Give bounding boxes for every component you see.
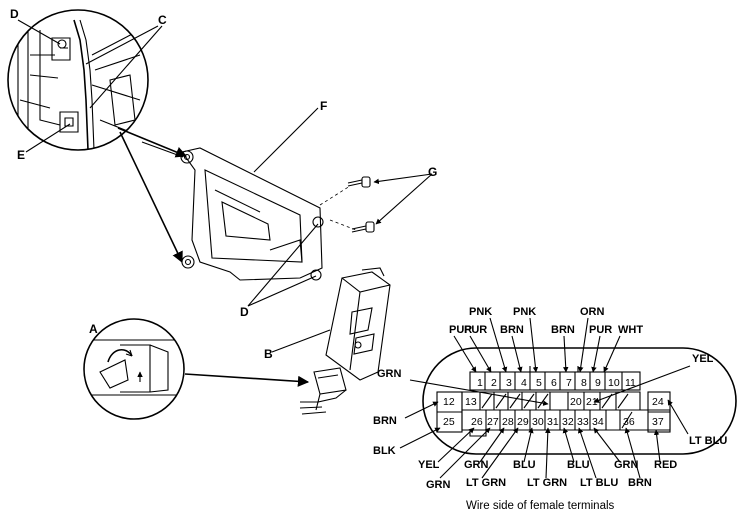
- wire-label-pin29: LT GRN: [466, 477, 506, 489]
- pin-28: 28: [502, 416, 514, 428]
- pin-12: 12: [443, 396, 455, 408]
- wire-label-pin8: PUR: [589, 324, 612, 336]
- pin-10: 10: [608, 377, 620, 389]
- pin-5: 5: [536, 377, 542, 389]
- connector-plug: [299, 367, 347, 415]
- connector-face: 1 2 3 4 5 6 7 8 9 10 11 12 13 20 21 24 2…: [422, 347, 737, 455]
- pin-25: 25: [443, 416, 455, 428]
- pin-37: 37: [652, 416, 664, 428]
- pin-8: 8: [581, 377, 587, 389]
- wire-label-pin21: YEL: [692, 353, 714, 365]
- wire-label-pin7: BRN: [551, 324, 575, 336]
- wire-label-pin2: PUR: [464, 324, 487, 336]
- wire-label-pin37: RED: [654, 459, 677, 471]
- pin-36: 36: [623, 416, 635, 428]
- pin-20: 20: [570, 396, 582, 408]
- wire-label-pin9: WHT: [618, 324, 643, 336]
- wire-label-pin4: BRN: [500, 324, 524, 336]
- connector-caption: Wire side of female terminals: [466, 500, 615, 512]
- callout-E: E: [17, 148, 25, 162]
- pin-2: 2: [491, 377, 497, 389]
- pin-29: 29: [517, 416, 529, 428]
- pin-27: 27: [487, 416, 499, 428]
- wire-label-pin25: BLK: [373, 445, 396, 457]
- pin-11: 11: [625, 377, 636, 389]
- pin-26: 26: [471, 416, 483, 428]
- pin-21: 21: [586, 396, 598, 408]
- pin-7: 7: [566, 377, 572, 389]
- wire-label-pin3: PNK: [469, 306, 492, 318]
- callout-leaders: [17, 19, 331, 353]
- ecm-bracket: [180, 147, 324, 281]
- callout-B: B: [264, 347, 273, 361]
- pin-34: 34: [592, 416, 604, 428]
- wire-label-pin5: PNK: [513, 306, 536, 318]
- callout-F: F: [320, 99, 327, 113]
- wire-label-pin13: GRN: [377, 368, 402, 380]
- pin-32: 32: [562, 416, 574, 428]
- wire-label-pin26: YEL: [418, 459, 440, 471]
- pin-13: 13: [465, 396, 477, 408]
- wire-label-pin34: GRN: [614, 459, 639, 471]
- pin-4: 4: [521, 377, 527, 389]
- pin-1: 1: [477, 377, 483, 389]
- wire-label-pin33: LT BLU: [580, 477, 618, 489]
- pin-9: 9: [595, 377, 601, 389]
- detail-circle-top: [7, 9, 149, 151]
- pin-6: 6: [551, 377, 557, 389]
- wire-label-pin1: PUR: [449, 324, 472, 336]
- callout-G: G: [428, 165, 437, 179]
- pin-30: 30: [532, 416, 544, 428]
- wire-label-pin36: BRN: [628, 477, 652, 489]
- wire-label-pin27: GRN: [426, 479, 451, 491]
- wire-label-pin32: BLU: [567, 459, 590, 471]
- pin-31: 31: [547, 416, 559, 428]
- wire-label-pin24: LT BLU: [689, 435, 727, 447]
- callout-D-bottom: D: [240, 305, 249, 319]
- pin-33: 33: [577, 416, 589, 428]
- pin-24: 24: [652, 396, 664, 408]
- wire-label-pin30: BLU: [513, 459, 536, 471]
- bolt-upper: [347, 176, 371, 188]
- pin-3: 3: [506, 377, 512, 389]
- detail-circle-a: [83, 318, 185, 420]
- callout-A: A: [89, 322, 98, 336]
- callout-C: C: [158, 13, 167, 27]
- wire-label-pin12: BRN: [373, 415, 397, 427]
- wire-label-pin-orn: ORN: [580, 306, 605, 318]
- wire-leaders: [399, 317, 691, 479]
- arrow-to-bracket-top: [117, 127, 188, 158]
- wire-label-pin28: GRN: [464, 459, 489, 471]
- arrow-to-connector: [184, 373, 310, 387]
- arrow-to-bracket-bottom: [119, 131, 183, 264]
- ecm-module: [325, 267, 391, 381]
- callout-D-top: D: [10, 7, 19, 21]
- wire-label-pin31: LT GRN: [527, 477, 567, 489]
- bolt-lower: [351, 221, 375, 233]
